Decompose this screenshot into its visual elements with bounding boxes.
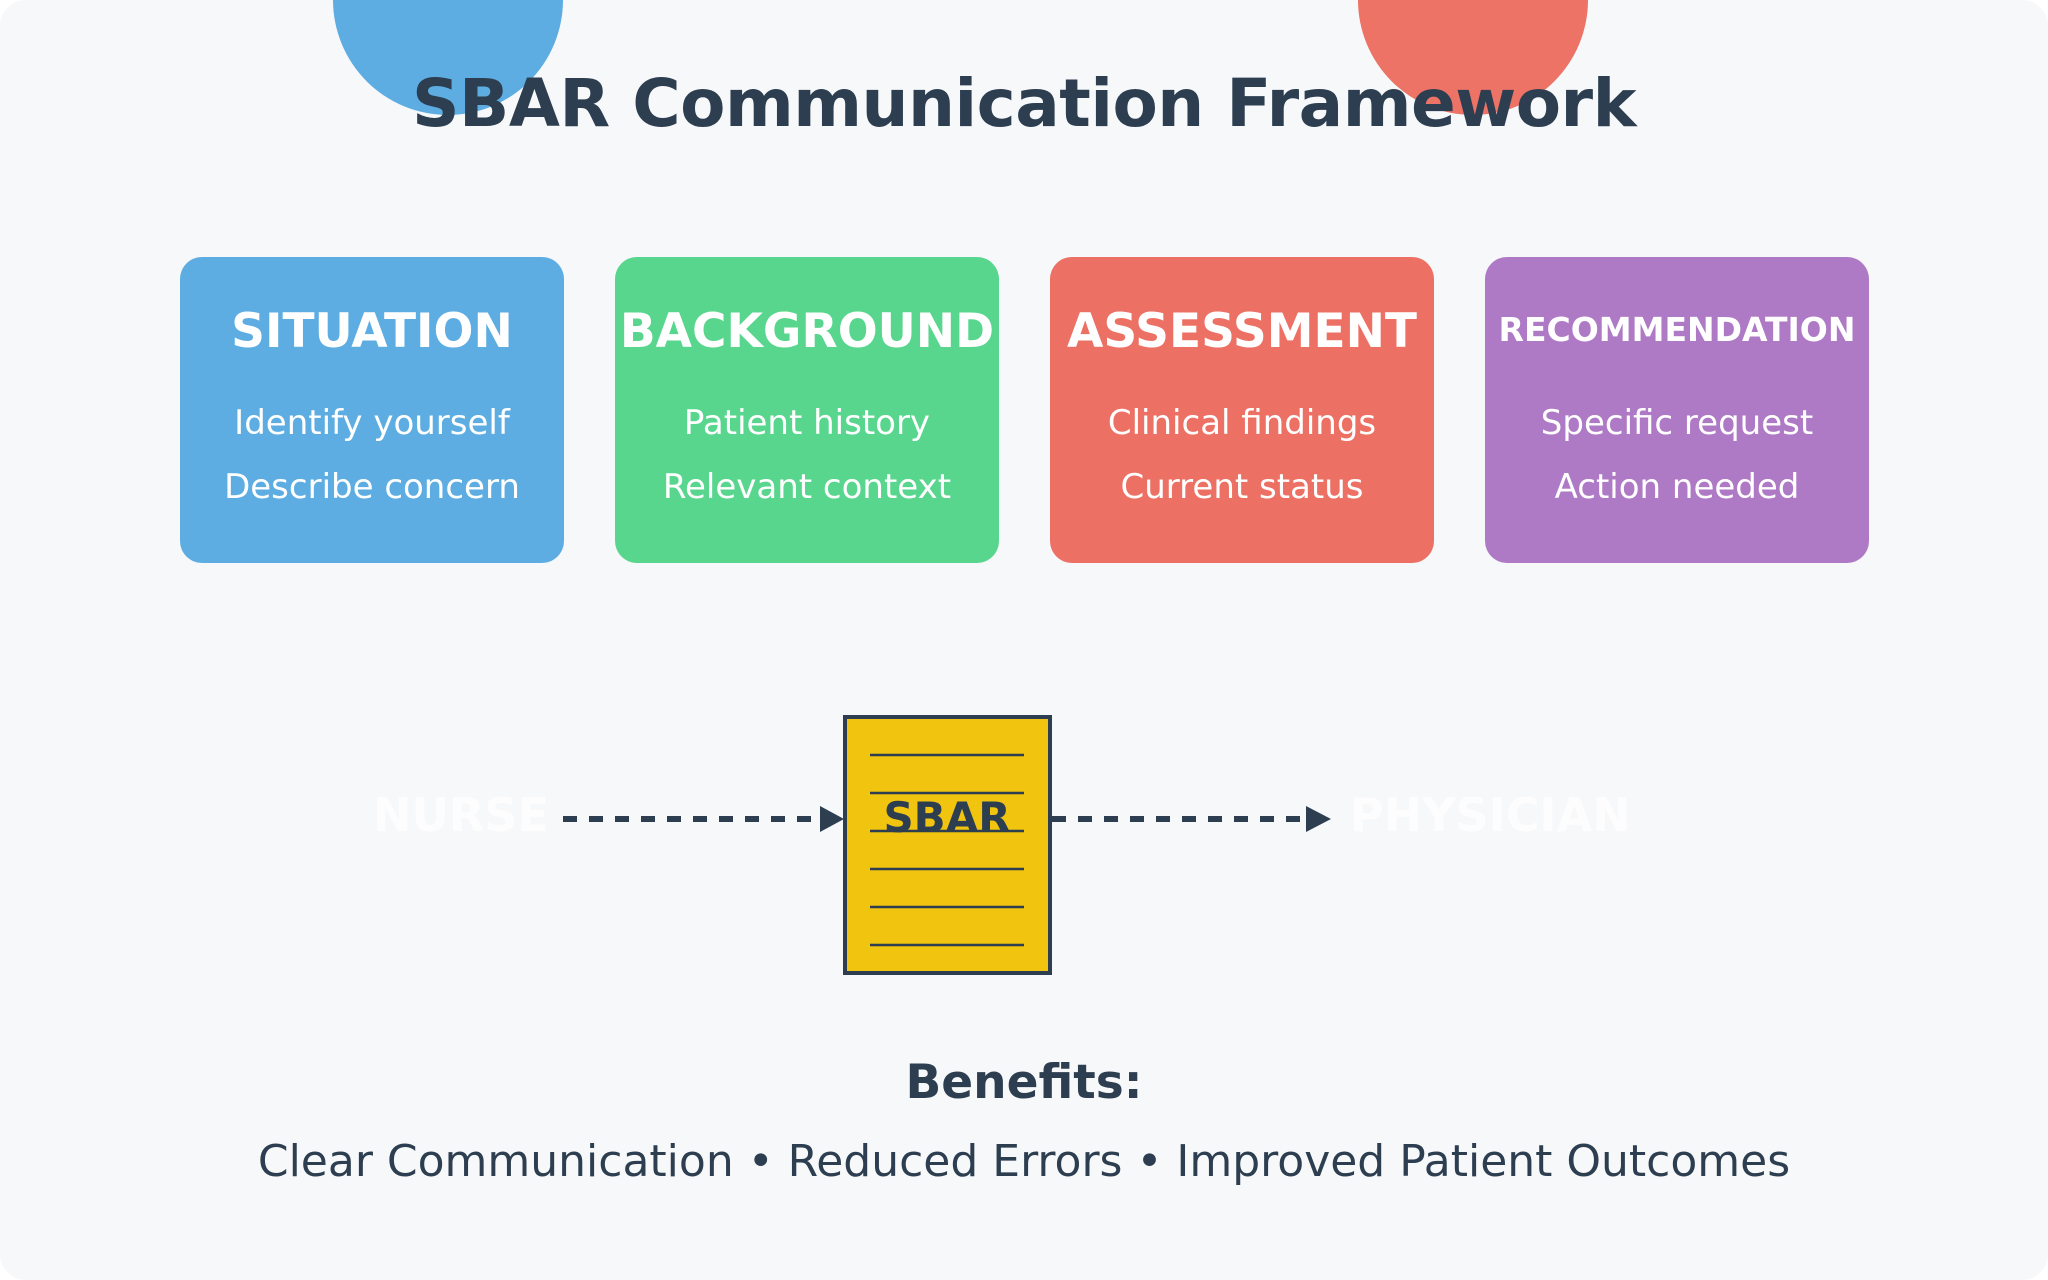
sbar-document-icon: SBAR — [843, 715, 1052, 975]
benefits-text: Clear Communication • Reduced Errors • I… — [257, 1136, 1791, 1187]
card-line: Patient history — [683, 403, 931, 443]
card-situation: SITUATION Identify yourself Describe con… — [180, 257, 564, 563]
page-title: SBAR Communication Framework — [411, 65, 1637, 142]
card-recommendation: RECOMMENDATION Specific request Action n… — [1485, 257, 1869, 563]
card-title: ASSESSMENT — [1067, 304, 1417, 359]
card-assessment: ASSESSMENT Clinical findings Current sta… — [1050, 257, 1434, 563]
arrowhead-icon — [820, 806, 844, 832]
receiver-label: PHYSICIAN — [1350, 788, 1631, 842]
arrowhead-icon — [1306, 806, 1331, 832]
card-title: SITUATION — [231, 304, 513, 359]
card-background: BACKGROUND Patient history Relevant cont… — [615, 257, 999, 563]
card-line: Identify yourself — [234, 403, 510, 443]
card-title: RECOMMENDATION — [1498, 310, 1856, 349]
benefits-heading: Benefits: — [905, 1055, 1143, 1110]
card-line: Current status — [1120, 467, 1364, 507]
card-line: Specific request — [1540, 403, 1814, 443]
card-line: Clinical findings — [1107, 403, 1377, 443]
sender-label: NURSE — [373, 788, 549, 842]
card-line: Action needed — [1554, 467, 1800, 507]
card-line: Describe concern — [224, 467, 520, 507]
document-label: SBAR — [883, 793, 1010, 842]
card-title: BACKGROUND — [619, 304, 995, 359]
card-line: Relevant context — [662, 467, 952, 507]
